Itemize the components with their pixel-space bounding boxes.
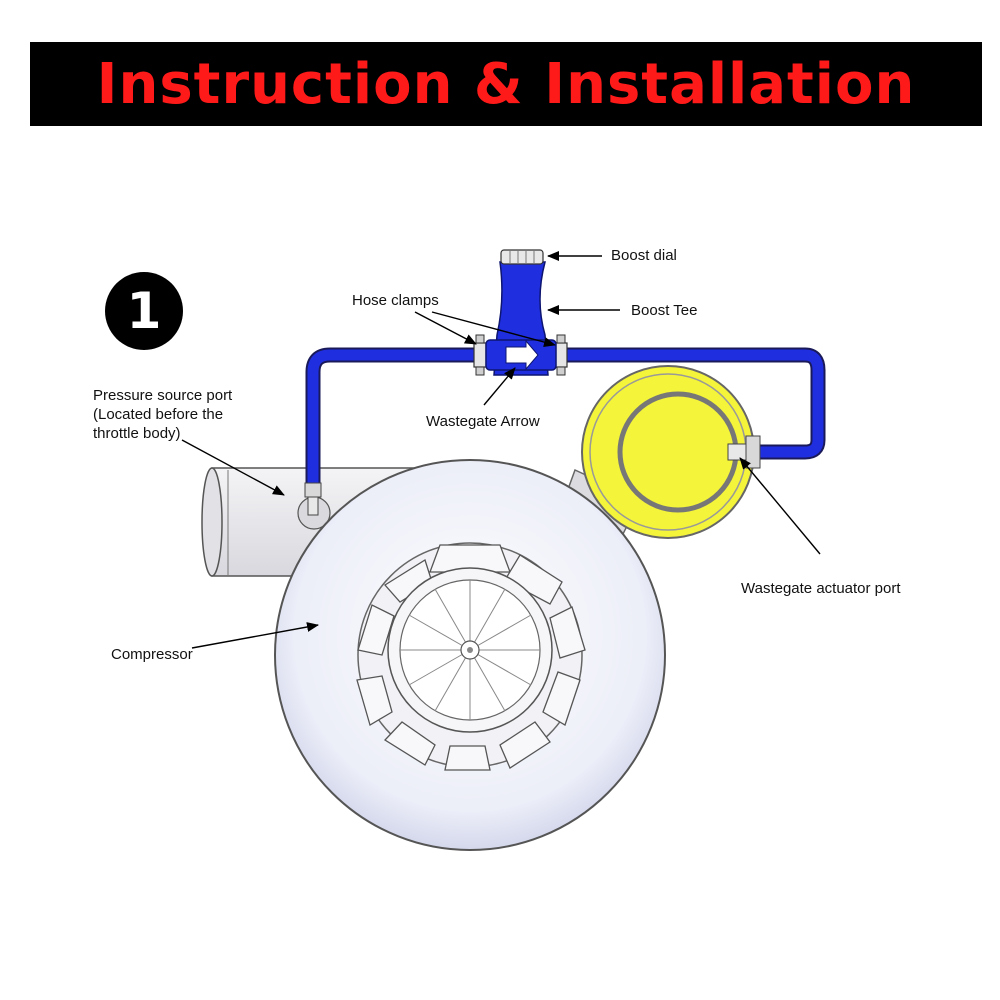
hose-clamp-arrow-left xyxy=(414,311,477,345)
pressure-source-arrow xyxy=(181,439,285,496)
wastegate-arrow-label: Wastegate Arrow xyxy=(426,413,540,430)
step-number-badge: 1 xyxy=(105,272,183,350)
leader-arrows xyxy=(181,251,821,649)
boost-dial-knob xyxy=(500,249,544,265)
pressure-source-label-line3: throttle body) xyxy=(93,425,181,442)
compressor-arrow xyxy=(191,622,319,649)
boost-tee xyxy=(485,261,557,376)
vacuum-hose xyxy=(305,347,826,490)
wastegate-arrow-arrow xyxy=(483,367,516,406)
page-title: Instruction & Installation xyxy=(96,51,916,117)
boost-dial-label: Boost dial xyxy=(611,247,677,264)
hose-clamp-right xyxy=(554,334,568,376)
compressor-label: Compressor xyxy=(111,646,193,663)
hose-clamps-label: Hose clamps xyxy=(352,292,439,309)
wastegate-actuator-port-label: Wastegate actuator port xyxy=(741,580,901,597)
header-banner: Instruction & Installation xyxy=(30,42,982,126)
hose-clamp-left xyxy=(473,334,487,376)
boost-tee-label: Boost Tee xyxy=(631,302,698,319)
hose-clamp-arrow-right xyxy=(431,311,556,347)
pressure-source-label-line1: Pressure source port xyxy=(93,387,233,404)
compressor-impeller xyxy=(387,567,553,733)
actuator-port-arrow xyxy=(739,457,821,555)
pressure-source-label-line2: (Located before the xyxy=(93,406,224,423)
compressor-vanes xyxy=(356,544,586,771)
pressure-source-fitting xyxy=(304,482,322,516)
